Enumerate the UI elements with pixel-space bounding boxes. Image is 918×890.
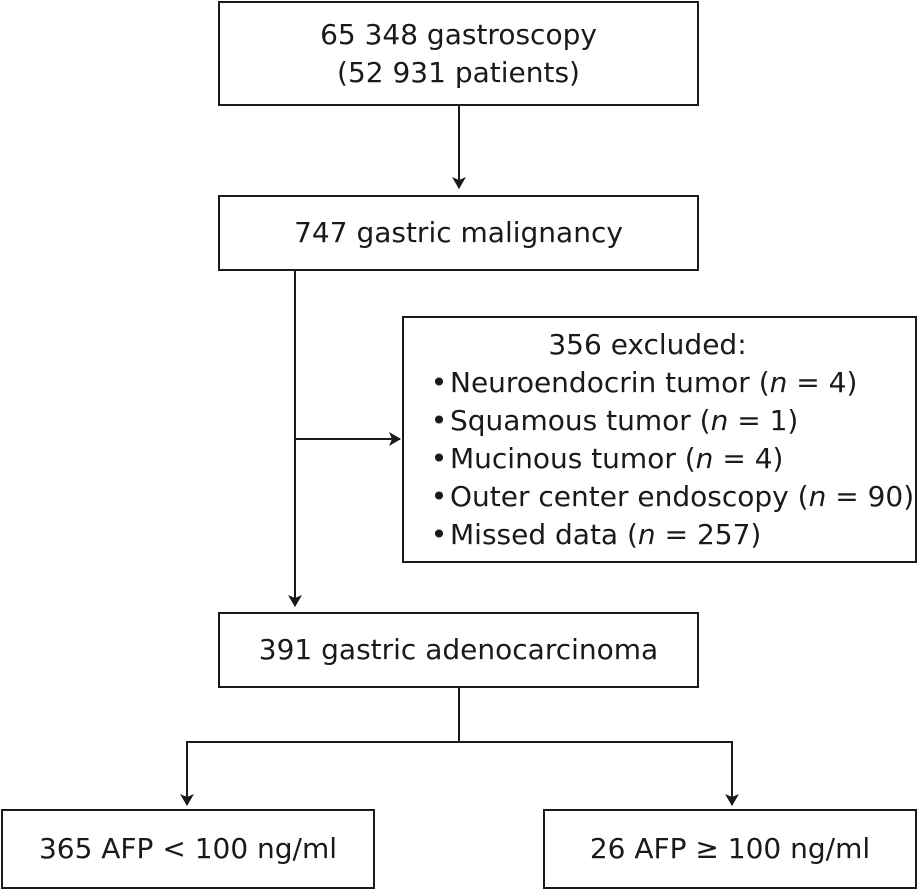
equals-sign: =: [787, 365, 829, 399]
excluded-item-label: Squamous tumor: [450, 403, 691, 437]
n-symbol: n: [637, 517, 656, 551]
bullet-icon: •: [430, 517, 448, 551]
equals-sign: =: [826, 479, 868, 513]
n-symbol: n: [808, 479, 827, 513]
excluded-item-count: 4: [754, 441, 773, 475]
excluded-item: •Neuroendocrin tumor (n = 4): [428, 364, 914, 402]
excluded-item-count: 257: [696, 517, 751, 551]
gastroscopy-patients: (52 931 patients): [337, 55, 580, 89]
excluded-item: •Outer center endoscopy (n = 90): [428, 478, 914, 516]
excluded-item-text: Mucinous tumor (n = 4): [450, 441, 784, 475]
excluded-item-text: Outer center endoscopy (n = 90): [450, 479, 915, 513]
afp-low-label: 365 AFP < 100 ng/ml: [38, 832, 338, 865]
excluded-item-label: Outer center endoscopy: [450, 479, 789, 513]
excluded-item-label: Mucinous tumor: [450, 441, 676, 475]
afp-high-label: 26 AFP ≥ 100 ng/ml: [589, 832, 871, 865]
n-symbol: n: [695, 441, 714, 475]
gastroscopy-count: 65 348 gastroscopy: [320, 17, 597, 51]
excluded-title: 356 excluded:: [548, 327, 747, 361]
bullet-icon: •: [430, 365, 448, 399]
equals-sign: =: [713, 441, 755, 475]
excluded-box: 356 excluded: •Neuroendocrin tumor (n = …: [402, 316, 917, 563]
adenocarcinoma-box: 391 gastric adenocarcinoma: [218, 612, 699, 688]
n-symbol: n: [710, 403, 729, 437]
excluded-item-label: Missed data: [450, 517, 619, 551]
excluded-item-count: 4: [828, 365, 847, 399]
bullet-icon: •: [430, 403, 448, 437]
excluded-item-text: Missed data (n = 257): [450, 517, 762, 551]
excluded-item-text: Squamous tumor (n = 1): [450, 403, 799, 437]
afp-low-box: 365 AFP < 100 ng/ml: [1, 809, 375, 889]
equals-sign: =: [655, 517, 697, 551]
excluded-item: •Squamous tumor (n = 1): [428, 402, 914, 440]
malignancy-box: 747 gastric malignancy: [218, 195, 699, 271]
excluded-item: •Mucinous tumor (n = 4): [428, 440, 914, 478]
bullet-icon: •: [430, 441, 448, 475]
bullet-icon: •: [430, 479, 448, 513]
afp-high-box: 26 AFP ≥ 100 ng/ml: [543, 809, 917, 889]
gastroscopy-box: 65 348 gastroscopy (52 931 patients): [218, 1, 699, 106]
excluded-item: •Missed data (n = 257): [428, 516, 914, 554]
excluded-item-count: 90: [867, 479, 904, 513]
adenocarcinoma-label: 391 gastric adenocarcinoma: [258, 633, 659, 666]
excluded-item-count: 1: [769, 403, 788, 437]
excluded-item-label: Neuroendocrin tumor: [450, 365, 750, 399]
excluded-item-text: Neuroendocrin tumor (n = 4): [450, 365, 858, 399]
excluded-list: •Neuroendocrin tumor (n = 4)•Squamous tu…: [428, 364, 914, 554]
n-symbol: n: [769, 365, 788, 399]
malignancy-label: 747 gastric malignancy: [294, 216, 623, 249]
equals-sign: =: [728, 403, 770, 437]
